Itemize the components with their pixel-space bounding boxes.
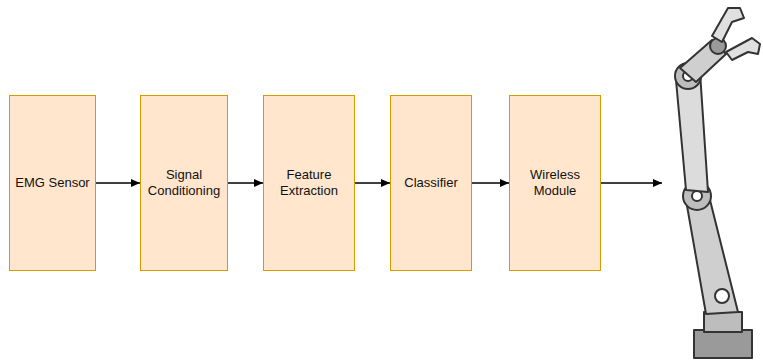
- flow-arrow: [472, 182, 509, 183]
- box-label: EMG Sensor: [15, 175, 89, 191]
- box-label: Wireless Module: [510, 167, 600, 199]
- box-label: Feature Extraction: [264, 167, 354, 199]
- box-label: Signal Conditioning: [141, 167, 227, 199]
- process-box: EMG Sensor: [9, 95, 96, 271]
- process-box: Classifier: [390, 95, 472, 271]
- robot-arm: [675, 8, 760, 358]
- process-box: Wireless Module: [509, 95, 601, 271]
- process-box: Feature Extraction: [263, 95, 355, 271]
- process-box: Signal Conditioning: [140, 95, 228, 271]
- output-arrow: [598, 182, 662, 183]
- flow-arrow: [228, 182, 263, 183]
- flow-arrow: [355, 182, 390, 183]
- flow-arrow: [96, 182, 140, 183]
- box-label: Classifier: [404, 175, 457, 191]
